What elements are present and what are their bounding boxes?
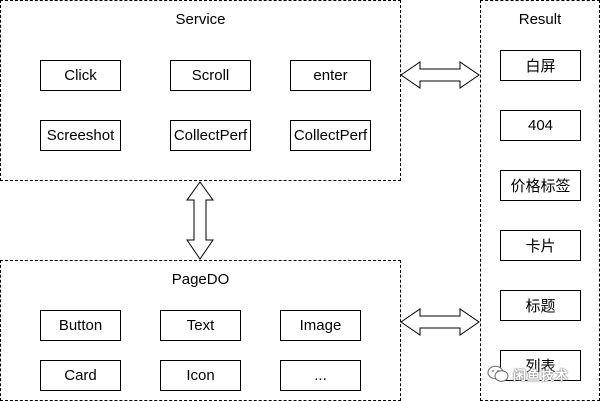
result-node-price-tag: 价格标签 bbox=[500, 170, 581, 201]
service-node-scroll: Scroll bbox=[170, 60, 251, 91]
service-node-collectperf-2: CollectPerf bbox=[290, 120, 371, 151]
service-node-click: Click bbox=[40, 60, 121, 91]
arrow-service-pagedo bbox=[186, 181, 214, 260]
pagedo-node-image: Image bbox=[280, 310, 361, 341]
pagedo-node-card: Card bbox=[40, 360, 121, 391]
result-node-list: 列表 bbox=[500, 350, 581, 381]
watermark: 闲鱼技术 bbox=[487, 362, 597, 386]
arrow-service-result bbox=[400, 61, 480, 89]
result-node-title: 标题 bbox=[500, 290, 581, 321]
pagedo-node-text: Text bbox=[160, 310, 241, 341]
pagedo-node-icon: Icon bbox=[160, 360, 241, 391]
result-node-card: 卡片 bbox=[500, 230, 581, 261]
pagedo-node-ellipsis: ... bbox=[280, 360, 361, 391]
arrow-pagedo-result bbox=[400, 308, 480, 336]
service-title: Service bbox=[175, 11, 226, 28]
service-node-enter: enter bbox=[290, 60, 371, 91]
wechat-icon bbox=[487, 365, 509, 382]
service-node-collectperf-1: CollectPerf bbox=[170, 120, 251, 151]
watermark-text: 闲鱼技术 bbox=[513, 367, 570, 383]
pagedo-node-button: Button bbox=[40, 310, 121, 341]
result-title: Result bbox=[518, 11, 562, 28]
service-node-screenshot: Screeshot bbox=[40, 120, 121, 151]
pagedo-title: PageDO bbox=[171, 271, 230, 288]
result-node-404: 404 bbox=[500, 110, 581, 141]
result-node-white-screen: 白屏 bbox=[500, 50, 581, 81]
